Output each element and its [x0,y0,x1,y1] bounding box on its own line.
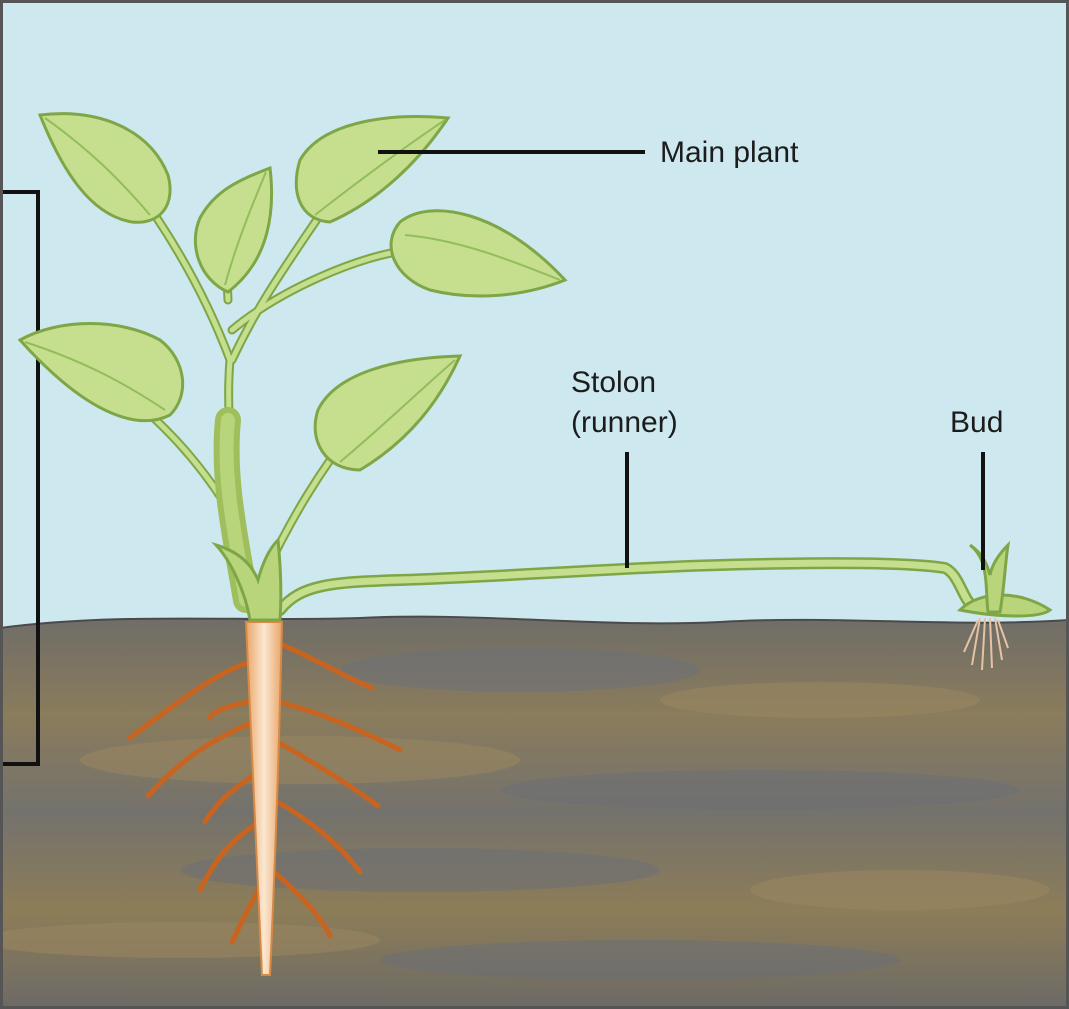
label-runner: (runner) [571,406,678,439]
label-bud: Bud [950,406,1003,439]
label-main-plant: Main plant [660,136,799,169]
label-stolon: Stolon [571,366,656,399]
